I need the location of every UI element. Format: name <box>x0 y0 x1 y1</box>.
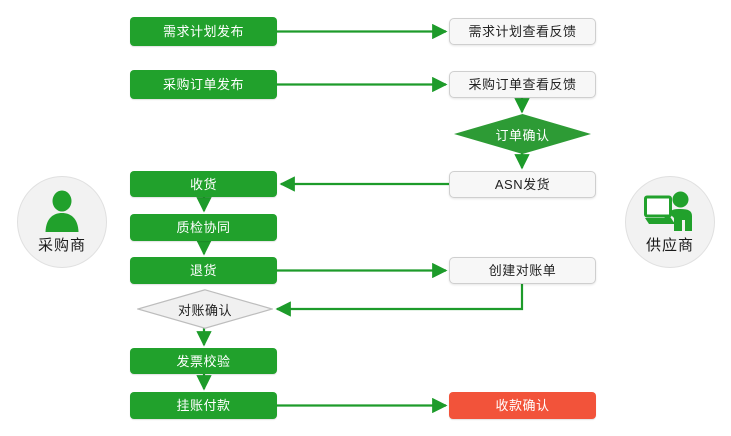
node-statement-confirm-label: 对账确认 <box>177 302 232 318</box>
node-create-statement[interactable]: 创建对账单 <box>449 257 596 284</box>
edge-create-statement-to-statement-confirm <box>275 283 524 317</box>
diamond-shape-order-confirm <box>454 114 591 154</box>
node-quality-collab[interactable]: 质检协同 <box>130 214 277 241</box>
actor-supplier[interactable]: 供应商 <box>625 176 715 268</box>
node-po-publish[interactable]: 采购订单发布 <box>130 70 277 99</box>
node-receipt-confirm[interactable]: 收款确认 <box>449 392 596 419</box>
node-asn-shipment[interactable]: ASN发货 <box>449 171 596 198</box>
node-order-confirm[interactable]: 订单确认 <box>454 114 591 154</box>
node-statement-confirm[interactable]: 对账确认 <box>137 289 273 329</box>
node-goods-receipt[interactable]: 收货 <box>130 171 277 197</box>
actor-supplier-label: 供应商 <box>645 237 694 254</box>
actor-buyer[interactable]: 采购商 <box>17 176 107 268</box>
person-icon <box>42 189 82 233</box>
actor-buyer-label: 采购商 <box>37 237 86 254</box>
node-invoice-verify[interactable]: 发票校验 <box>130 348 277 374</box>
node-order-confirm-label: 订单确认 <box>495 127 550 143</box>
node-demand-plan-publish[interactable]: 需求计划发布 <box>130 17 277 46</box>
node-demand-plan-feedback[interactable]: 需求计划查看反馈 <box>449 18 596 45</box>
node-payable-payment[interactable]: 挂账付款 <box>130 392 277 419</box>
node-return-goods[interactable]: 退货 <box>130 257 277 284</box>
computer-user-icon <box>644 189 696 233</box>
node-po-feedback[interactable]: 采购订单查看反馈 <box>449 71 596 98</box>
